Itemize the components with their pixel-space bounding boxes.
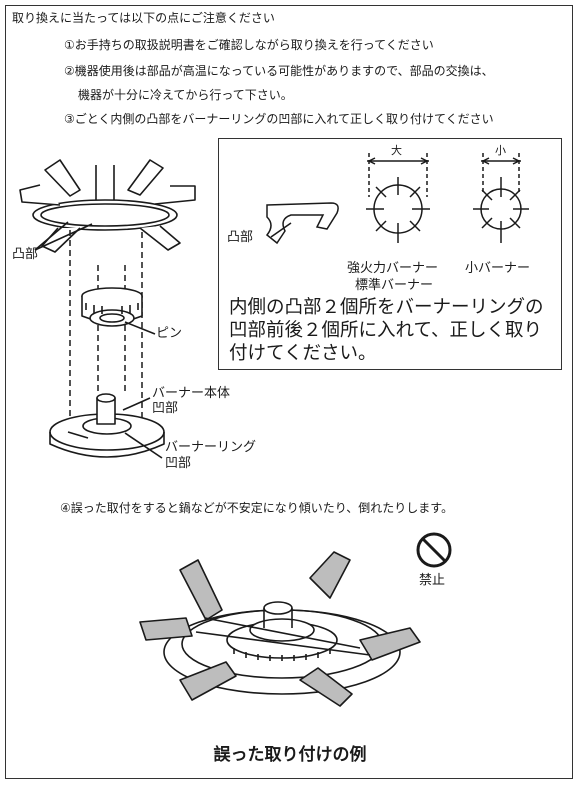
burner-body-label: バーナー本体 bbox=[152, 386, 231, 401]
notice-title: 取り換えに当たっては以下の点にご注意ください bbox=[12, 11, 275, 25]
burner-ring-label: バーナーリング bbox=[165, 440, 257, 455]
strong-burner-label: 強火力バーナー bbox=[347, 261, 439, 276]
convex-label: 凸部 bbox=[12, 247, 39, 262]
warning-item-4: ④誤った取付をすると鍋などが不安定になり傾いたり、倒れたりします。 bbox=[60, 501, 454, 515]
grate-top-illustration bbox=[19, 159, 196, 253]
notice-item-2a: ②機器使用後は部品が高温になっている可能性がありますので、部品の交換は、 bbox=[64, 64, 494, 78]
prohibited-label: 禁止 bbox=[419, 573, 446, 588]
callout-convex-label: 凸部 bbox=[227, 230, 254, 245]
small-burner-label: 小バーナー bbox=[465, 261, 531, 276]
notice-item-1: ①お手持ちの取扱説明書をご確認しながら取り換えを行ってください bbox=[64, 38, 434, 52]
size-small-label: 小 bbox=[495, 144, 506, 157]
pin-label: ピン bbox=[156, 326, 183, 341]
standard-burner-label: 標準バーナー bbox=[355, 278, 434, 293]
prohibited-icon bbox=[416, 532, 452, 568]
burner-cap-illustration bbox=[81, 287, 156, 335]
callout-illustrations bbox=[265, 153, 529, 245]
page-frame bbox=[5, 5, 573, 779]
callout-instruction: 内側の凸部２個所をバーナーリングの凹部前後２個所に入れて、正しく取り付けてくださ… bbox=[229, 297, 544, 364]
notice-item-2b: 機器が十分に冷えてから行って下さい。 bbox=[78, 88, 293, 102]
figure-caption: 誤った取り付けの例 bbox=[213, 745, 367, 765]
size-large-label: 大 bbox=[391, 144, 402, 157]
detail-callout-box: 凸部 大 小 強火力バーナー 標準バーナー 小バーナー 内側の凸部２個所をバーナ… bbox=[218, 138, 562, 370]
notice-item-3: ③ごとく内側の凸部をバーナーリングの凹部に入れて正しく取り付けてください bbox=[64, 112, 494, 126]
burner-ring-illustration bbox=[49, 393, 165, 459]
burner-body-concave-label: 凹部 bbox=[152, 401, 179, 416]
burner-ring-concave-label: 凹部 bbox=[165, 456, 192, 471]
